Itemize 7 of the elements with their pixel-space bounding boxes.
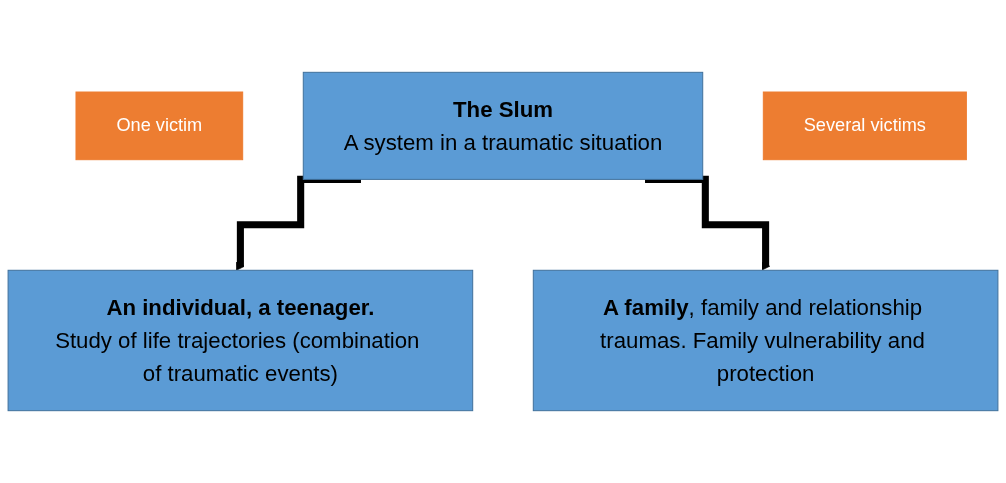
arrow [645,175,771,271]
node-box: Several victims [762,91,967,161]
arrow [235,175,361,271]
node-box: A family, family and relationship traumas. Family vulnerability and protection [532,269,999,412]
node-box: An individual, a teenager. Study of life trajectories (combination of traumatic events) [7,269,474,412]
node-box: The Slum A system in a traumatic situation [302,71,704,180]
node-box: One victim [75,91,244,161]
